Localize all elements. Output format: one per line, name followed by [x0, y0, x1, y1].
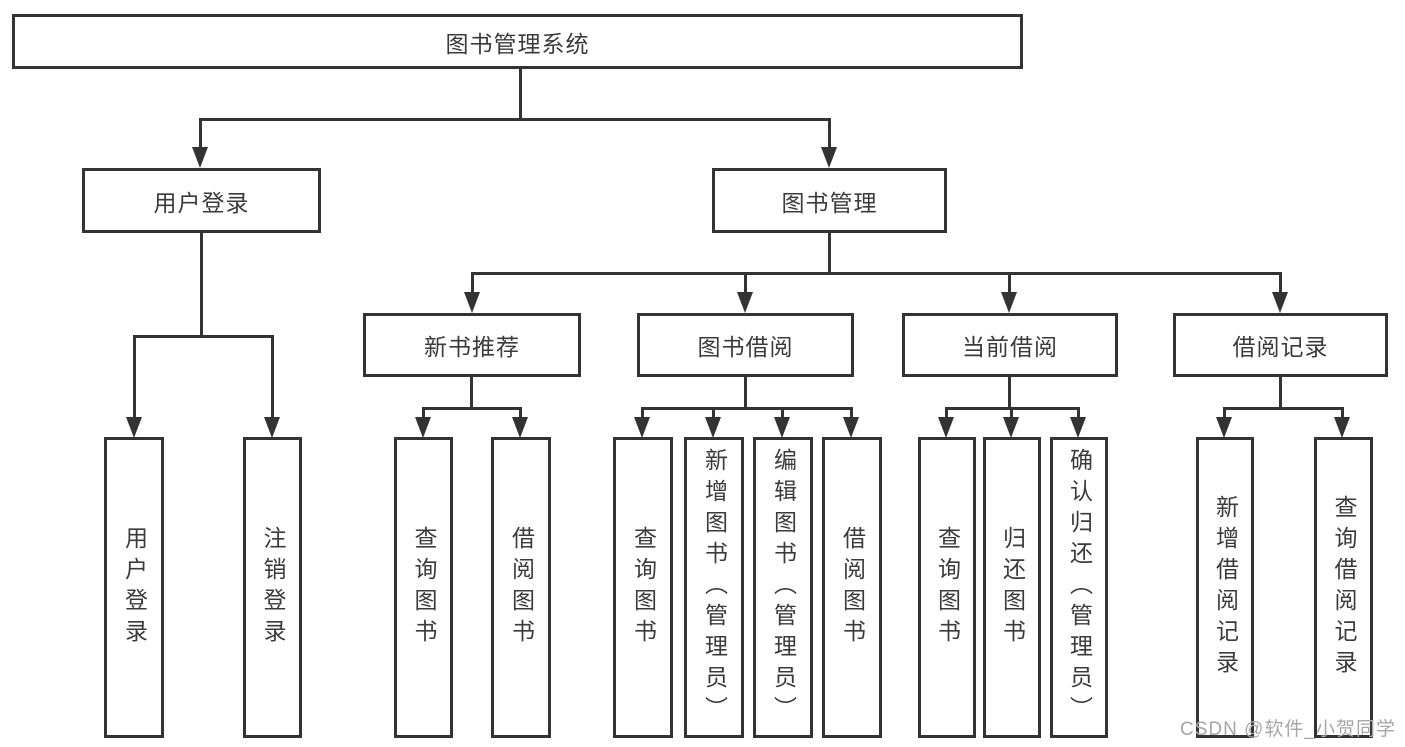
arrow-down-icon: [464, 292, 480, 313]
arrow-down-icon: [1272, 292, 1288, 313]
leaf-recommend-query-books: 查询图书: [394, 437, 453, 738]
connector-line: [1010, 407, 1013, 421]
connector-line: [945, 407, 948, 421]
leaf-borrowing-query-books: 查询图书: [613, 437, 673, 738]
connector-line: [1008, 377, 1011, 410]
leaf-user-login: 用户登录: [104, 437, 164, 738]
arrow-down-icon: [512, 417, 528, 438]
node-user-login: 用户登录: [82, 168, 321, 233]
arrow-down-icon: [126, 417, 142, 438]
arrow-down-icon: [1070, 417, 1086, 438]
node-book-borrowing: 图书借阅: [637, 313, 854, 377]
connector-line: [199, 118, 202, 151]
node-book-management: 图书管理: [712, 168, 947, 233]
connector-line: [1279, 377, 1282, 410]
connector-line: [200, 233, 203, 338]
arrow-down-icon: [415, 417, 431, 438]
leaf-return-book: 归还图书: [983, 437, 1041, 738]
arrow-down-icon: [737, 292, 753, 313]
connector-line: [1223, 407, 1343, 410]
connector-line: [471, 272, 1281, 275]
connector-line: [271, 335, 274, 421]
arrow-down-icon: [705, 417, 721, 438]
arrow-down-icon: [264, 417, 280, 438]
connector-line: [850, 407, 853, 421]
connector-line: [519, 407, 522, 421]
connector-line: [641, 407, 644, 421]
leaf-current-query-books: 查询图书: [918, 437, 976, 738]
connector-line: [133, 335, 136, 421]
leaf-confirm-return-admin: 确认归还（管理员）: [1050, 437, 1108, 738]
connector-line: [828, 233, 831, 275]
node-root: 图书管理系统: [12, 14, 1023, 69]
leaf-recommend-borrow-books: 借阅图书: [491, 437, 551, 738]
arrow-down-icon: [843, 417, 859, 438]
connector-line: [422, 407, 522, 410]
arrow-down-icon: [774, 417, 790, 438]
connector-line: [641, 407, 852, 410]
arrow-down-icon: [634, 417, 650, 438]
connector-line: [1223, 407, 1226, 421]
connector-line: [828, 118, 831, 151]
connector-line: [1077, 407, 1080, 421]
arrow-down-icon: [1334, 417, 1350, 438]
leaf-logout: 注销登录: [243, 437, 302, 738]
connector-line: [744, 377, 747, 410]
connector-line: [1341, 407, 1344, 421]
arrow-down-icon: [1216, 417, 1232, 438]
connector-line: [133, 335, 274, 338]
leaf-add-book-admin: 新增图书（管理员）: [684, 437, 744, 738]
connector-line: [712, 407, 715, 421]
connector-line: [470, 377, 473, 410]
connector-line: [781, 407, 784, 421]
csdn-watermark: CSDN @软件_小贺同学: [1180, 719, 1396, 740]
connector-line: [744, 272, 747, 296]
arrow-down-icon: [938, 417, 954, 438]
leaf-query-borrow-record: 查询借阅记录: [1314, 437, 1373, 738]
connector-line: [1279, 272, 1282, 296]
connector-line: [471, 272, 474, 296]
node-current-borrowing: 当前借阅: [902, 313, 1118, 377]
arrow-down-icon: [1001, 292, 1017, 313]
arrow-down-icon: [1003, 417, 1019, 438]
connector-line: [1008, 272, 1011, 296]
node-borrowing-records: 借阅记录: [1173, 313, 1388, 377]
connector-line: [199, 118, 831, 121]
leaf-edit-book-admin: 编辑图书（管理员）: [753, 437, 813, 738]
connector-line: [519, 67, 522, 120]
leaf-add-borrow-record: 新增借阅记录: [1196, 437, 1254, 738]
node-new-book-recommend: 新书推荐: [363, 313, 581, 377]
connector-line: [422, 407, 425, 421]
arrow-down-icon: [821, 147, 837, 168]
leaf-borrowing-borrow-books: 借阅图书: [822, 437, 882, 738]
arrow-down-icon: [192, 147, 208, 168]
